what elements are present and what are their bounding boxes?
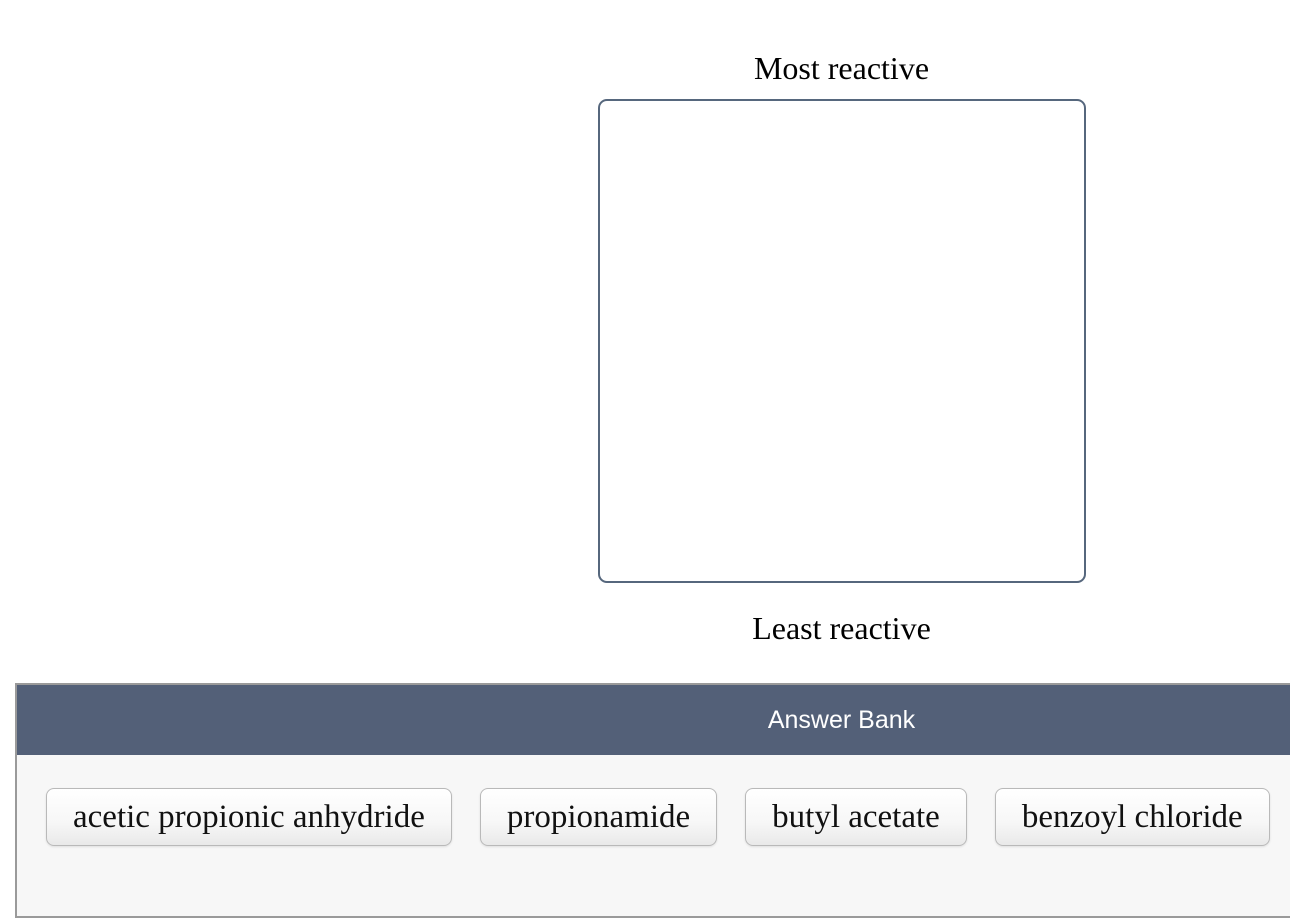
answer-bank-header: Answer Bank	[17, 685, 1290, 755]
ranking-sort-area: Most reactive Least reactive	[15, 0, 1290, 646]
answer-bank-title: Answer Bank	[767, 705, 916, 734]
ranking-question-widget: Most reactive Least reactive Answer Bank…	[15, 0, 1290, 918]
least-reactive-label: Least reactive	[752, 610, 931, 646]
answer-item-propionamide[interactable]: propionamide	[479, 788, 718, 846]
most-reactive-label: Most reactive	[753, 50, 930, 86]
answer-bank-content: acetic propionic anhydride propionamide …	[17, 755, 1290, 916]
answer-bank: Answer Bank acetic propionic anhydride p…	[15, 683, 1290, 918]
answer-item-butyl-acetate[interactable]: butyl acetate	[745, 788, 967, 846]
answer-item-benzoyl-chloride[interactable]: benzoyl chloride	[994, 788, 1270, 846]
answer-item-acetic-propionic-anhydride[interactable]: acetic propionic anhydride	[46, 788, 452, 846]
ranking-dropzone[interactable]	[597, 99, 1086, 583]
